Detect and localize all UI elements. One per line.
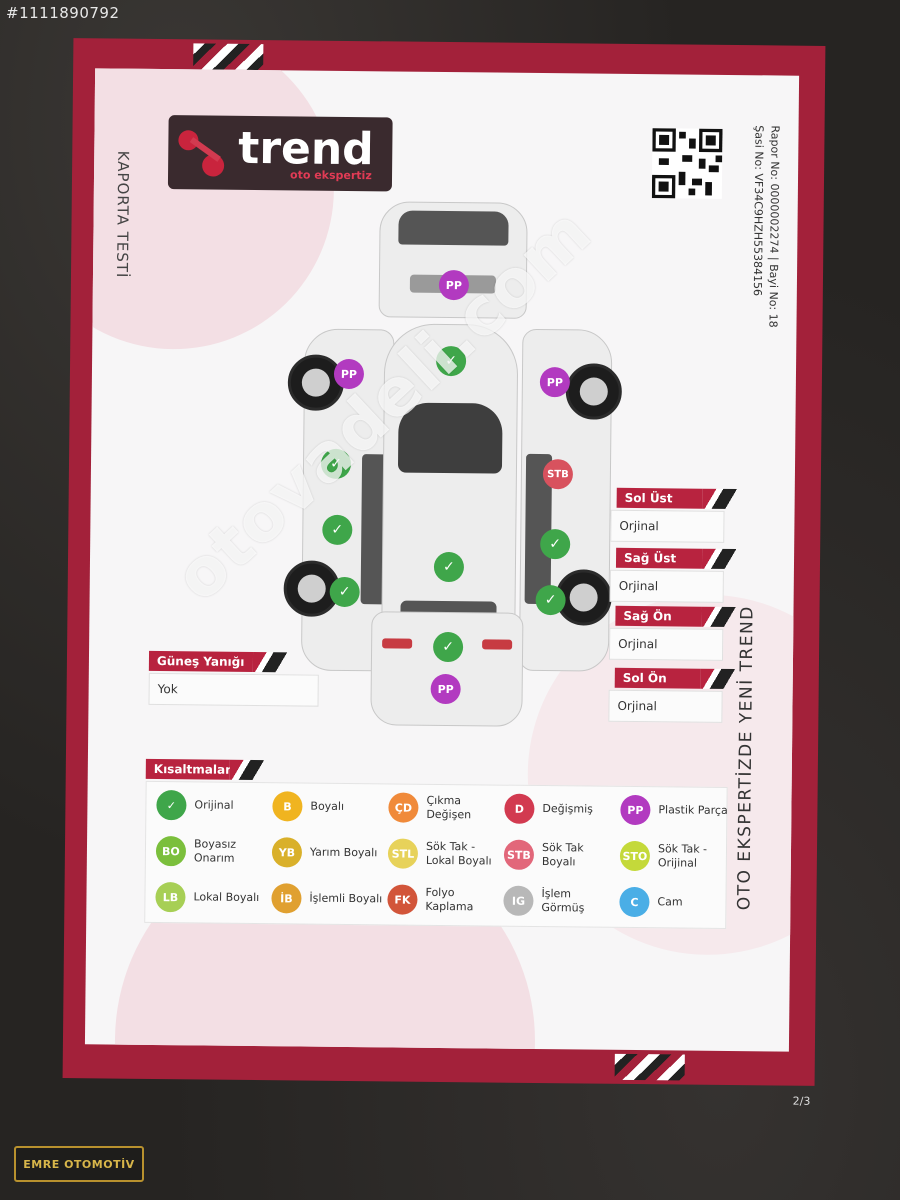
- listing-id: #1111890792: [6, 4, 120, 22]
- report-meta: Rapor No: 0000002274 | Bayi No: 18 Şasi …: [740, 125, 782, 355]
- page-number: 2/3: [792, 1094, 811, 1108]
- decor-stripe: [614, 1053, 685, 1081]
- legend-label: Boyalı: [310, 799, 345, 813]
- legend-code-badge: STB: [503, 839, 535, 870]
- brand-sub: oto ekspertiz: [289, 168, 372, 183]
- legend-label: Plastik Parça: [658, 803, 728, 817]
- page-title: KAPORTA TESTİ: [112, 150, 133, 279]
- legend-label: Sök Tak Boyalı: [541, 841, 584, 869]
- legend-item: YB Yarım Boyalı: [271, 837, 384, 868]
- legend-code-badge: D: [504, 793, 535, 824]
- pillar-header: Sol Ön Direk: [614, 667, 701, 705]
- mark-left-door-rear: ✓: [322, 514, 353, 546]
- legend-label: Değişmiş: [542, 802, 594, 816]
- mark-left-rear: ✓: [329, 576, 360, 608]
- sun-damage-value: Yok: [148, 672, 319, 707]
- mark-right-door-front: STB: [542, 459, 574, 490]
- legend-label: Lokal Boyalı: [193, 890, 260, 905]
- report-sheet: trend oto ekspertiz Rapor No: 0000002274…: [62, 38, 826, 1108]
- legend-item: PP Plastik Parça: [620, 794, 732, 826]
- legend-code-badge: BO: [155, 836, 187, 867]
- slogan: OTO EKSPERTİZDE YENİ TREND: [734, 605, 758, 911]
- pillar-value: Orjinal: [608, 689, 723, 723]
- legend-label: Folyo Kaplama: [425, 885, 474, 914]
- pillar-header: Sol Üst Direk: [616, 487, 703, 525]
- pillar-header: Sağ Üst Direk: [615, 547, 703, 585]
- legend-code-badge: LB: [155, 881, 186, 913]
- car-rear-view: [370, 611, 524, 727]
- wheel-icon: [565, 363, 623, 420]
- report-page: trend oto ekspertiz Rapor No: 0000002274…: [84, 68, 800, 1052]
- legend-code-badge: ✓: [156, 790, 187, 821]
- mark-right-front: PP: [539, 366, 571, 398]
- pillar-value: Orjinal: [608, 627, 724, 661]
- mark-rear-glass: ✓: [432, 631, 464, 663]
- legend-item: D Değişmiş: [504, 793, 616, 825]
- legend-label: Cam: [657, 895, 683, 909]
- legend-label: Yarım Boyalı: [309, 845, 378, 860]
- legend-item: ✓ Orijinal: [156, 790, 268, 821]
- legend-item: İB İşlemli Boyalı: [271, 883, 383, 914]
- sun-damage-header: Güneş Yanığı: [148, 650, 254, 673]
- legend-code-badge: STL: [387, 838, 419, 869]
- legend-code-badge: STO: [619, 840, 651, 872]
- legend-code-badge: IG: [503, 885, 534, 916]
- report-number: Rapor No: 0000002274 | Bayi No: 18: [766, 125, 782, 328]
- legend-code-badge: ÇD: [388, 792, 419, 823]
- brand-name: trend: [238, 122, 374, 176]
- pillar-value: Orjinal: [609, 569, 724, 603]
- pillar-header: Sağ Ön Direk: [615, 605, 702, 643]
- legend-label: Sök Tak - Lokal Boyalı: [425, 839, 492, 868]
- dealer-logo: EMRE OTOMOTİV: [14, 1146, 144, 1182]
- decor-stripe: [193, 43, 264, 71]
- pillar-value: Orjinal: [610, 509, 725, 543]
- legend-label: Sök Tak - Orijinal: [657, 842, 708, 870]
- legend-code-badge: İB: [271, 883, 302, 914]
- legend-code-badge: FK: [387, 884, 418, 915]
- legend-label: Orijinal: [194, 798, 234, 812]
- mark-rear: PP: [430, 673, 461, 705]
- brand-logo: trend oto ekspertiz: [167, 115, 393, 192]
- mark-right-door-rear: ✓: [540, 529, 571, 560]
- brand-mark-icon: [174, 120, 239, 185]
- legend-item: LB Lokal Boyalı: [155, 881, 267, 913]
- legend-code-badge: C: [619, 886, 650, 918]
- mark-trunk: ✓: [433, 551, 465, 583]
- legend-label: İşlemli Boyalı: [309, 891, 383, 906]
- qr-code-icon: [651, 128, 723, 199]
- legend-code-badge: B: [272, 791, 303, 822]
- legend-header: Kısaltmalar: [145, 758, 231, 780]
- legend-label: Çıkma Değişen: [426, 793, 472, 822]
- legend-code-badge: YB: [271, 837, 303, 868]
- mark-right-rear: ✓: [535, 584, 566, 616]
- legend-code-badge: PP: [620, 794, 651, 826]
- legend-item: B Boyalı: [272, 791, 384, 822]
- legend-label: İşlem Görmüş: [541, 887, 585, 915]
- legend-item: C Cam: [619, 886, 731, 918]
- legend-label: Boyasız Onarım: [193, 837, 237, 865]
